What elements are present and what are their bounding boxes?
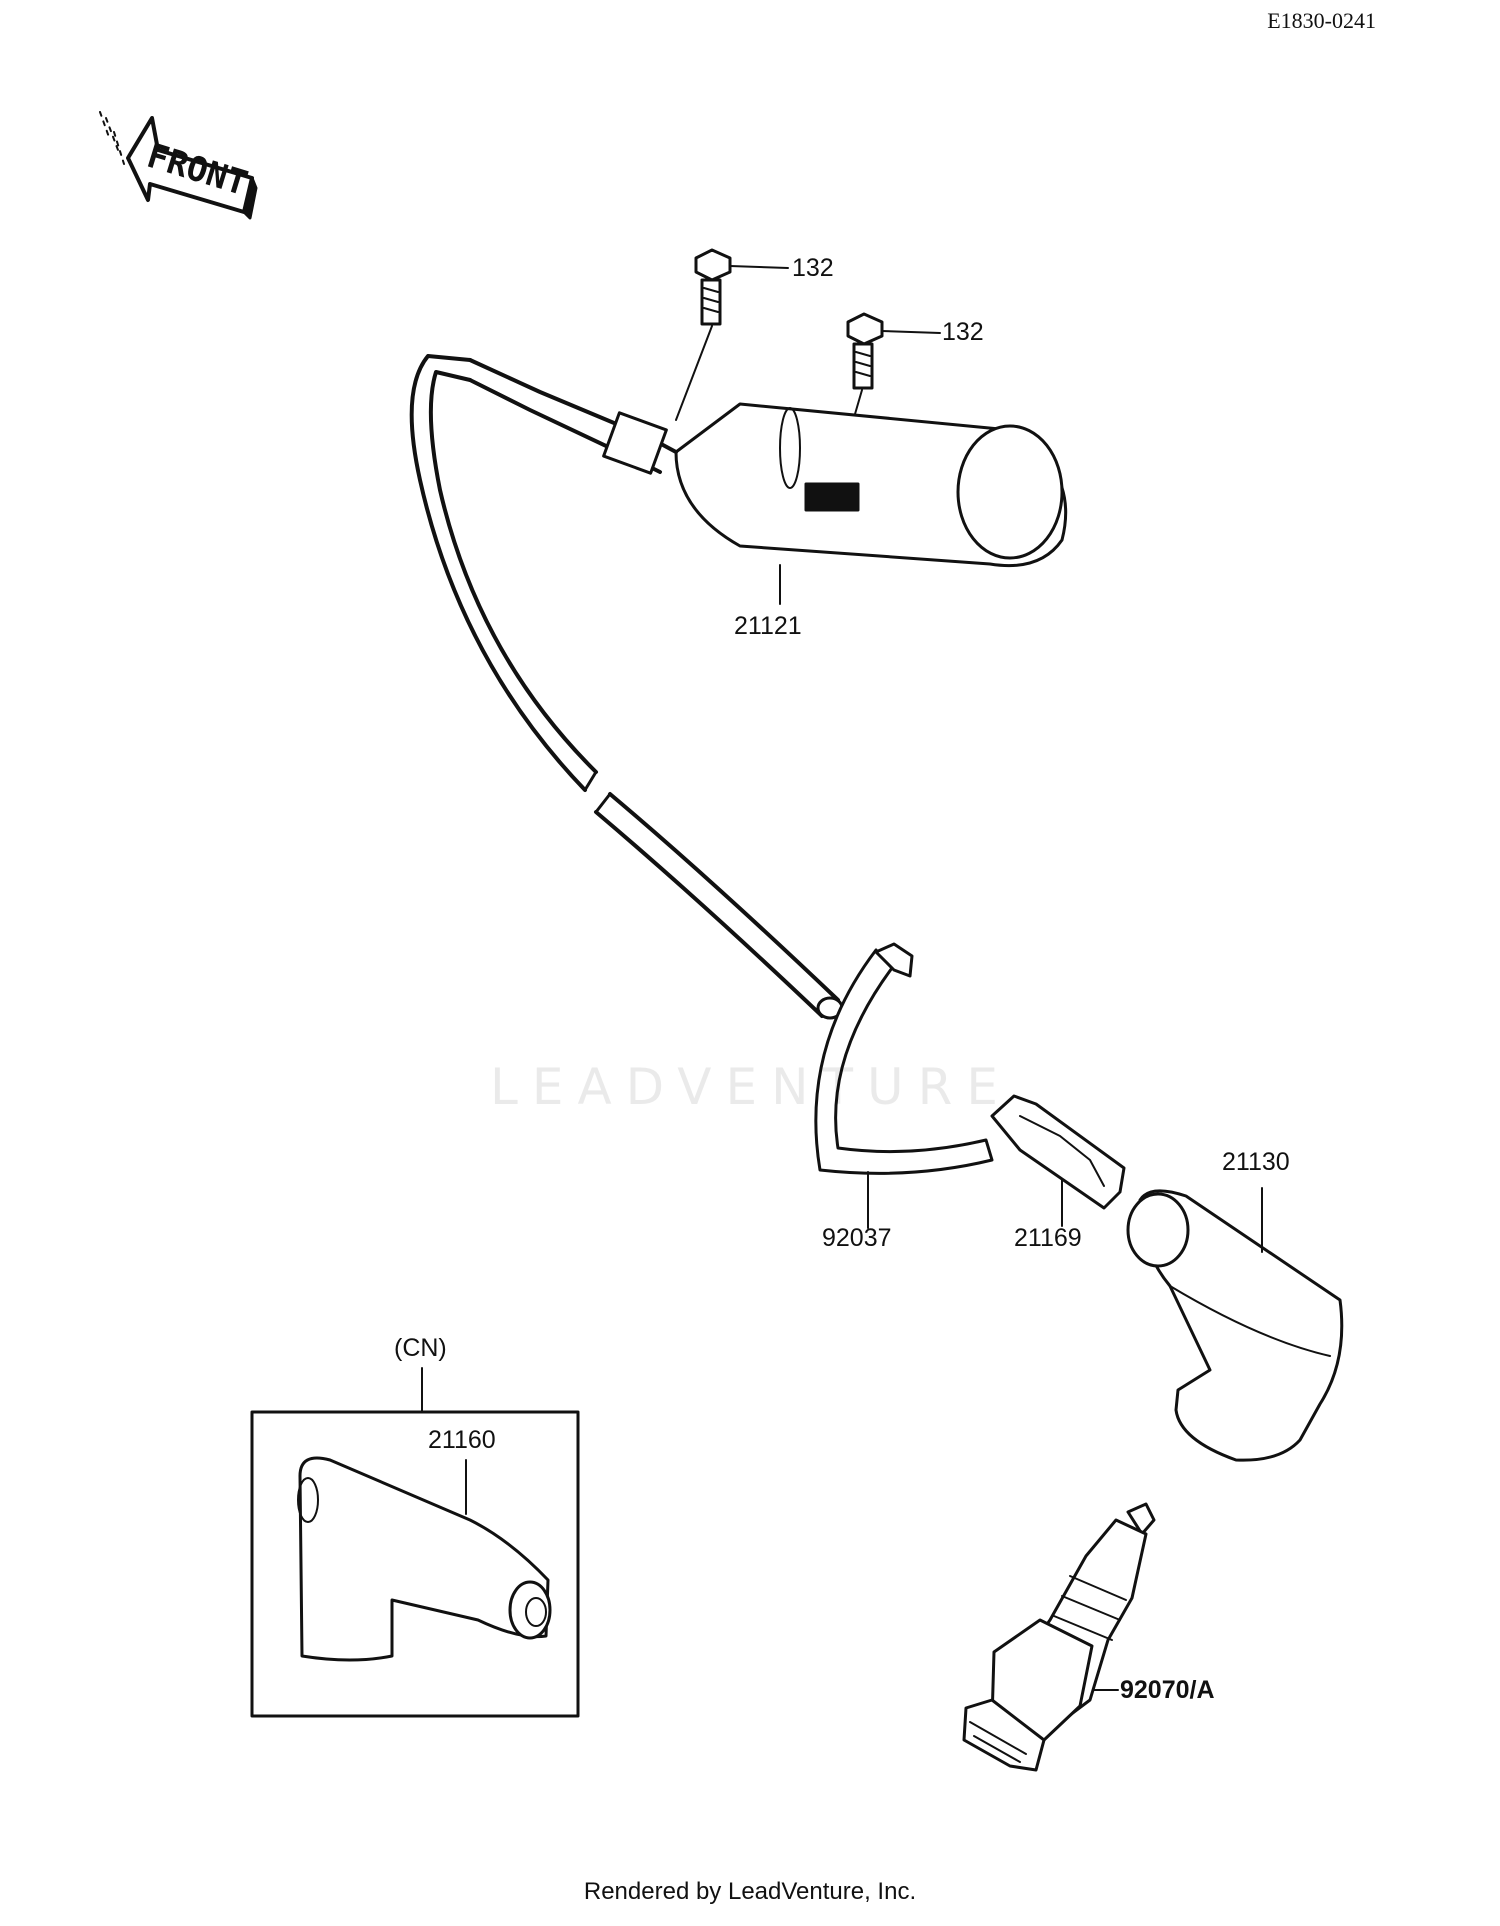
plug-cap-icon — [1126, 1187, 1344, 1462]
callout-bolt-1: 132 — [792, 254, 834, 282]
footer-credit: Rendered by LeadVenture, Inc. — [583, 1878, 917, 1905]
clamp-icon — [990, 1094, 1126, 1227]
callout-plug-cap: 21130 — [1222, 1148, 1290, 1176]
plug-cap-cn-icon — [297, 1456, 552, 1662]
ignition-coil-icon — [468, 358, 1068, 605]
callout-bolt-2: 132 — [942, 318, 984, 346]
callout-spark-plug: 92070/A — [1120, 1676, 1215, 1704]
callout-ignition-coil: 21121 — [734, 612, 802, 640]
front-arrow-icon — [99, 111, 258, 220]
watermark: LEADVENTURE — [490, 1058, 1012, 1116]
callout-band: 92037 — [822, 1224, 892, 1252]
callout-clamp: 21169 — [1014, 1224, 1082, 1252]
inset-label: (CN) — [394, 1334, 447, 1362]
ht-lead-icon — [409, 354, 844, 1020]
band-icon — [814, 942, 994, 1229]
diagram-code: E1830-0241 — [1267, 8, 1376, 33]
spark-plug-icon — [962, 1502, 1156, 1772]
bolt-icon — [846, 312, 941, 390]
bolt-icon — [694, 248, 789, 326]
cn-inset-box — [250, 1410, 580, 1718]
callout-plug-cap-cn: 21160 — [428, 1426, 496, 1454]
